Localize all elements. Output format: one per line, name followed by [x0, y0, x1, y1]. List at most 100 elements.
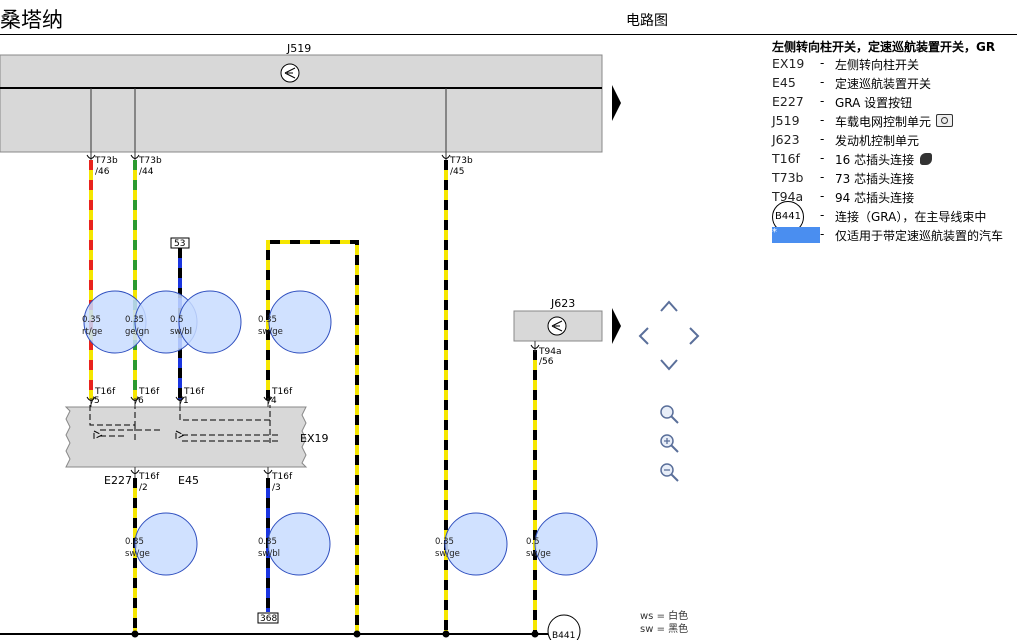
- b441-connection[interactable]: B441: [547, 614, 581, 640]
- svg-text:0.35: 0.35: [435, 537, 454, 547]
- svg-text:0.35: 0.35: [125, 537, 144, 547]
- svg-text:T16f: T16f: [94, 387, 116, 397]
- zoom-out-icon[interactable]: [660, 463, 679, 482]
- pin-t16f-3: T16f/3: [271, 472, 293, 493]
- j519-label: J519: [286, 42, 311, 55]
- svg-text:sw/ge: sw/ge: [125, 549, 150, 559]
- e227-label: E227: [104, 474, 132, 487]
- page-title: 桑塔纳: [0, 8, 63, 32]
- pin-t94a-56: T94a/56: [538, 347, 561, 367]
- right-arrow-icon[interactable]: [689, 327, 700, 345]
- legend-item: E227-GRA 设置按钮: [772, 94, 913, 110]
- header-divider: [0, 34, 1017, 35]
- svg-text:T16f: T16f: [183, 387, 205, 397]
- legend-title: 左侧转向柱开关，定速巡航装置开关，GR: [772, 40, 996, 54]
- wire-bubble-sw-bl-e45[interactable]: 0.35 sw/bl: [258, 512, 331, 576]
- svg-text:B441: B441: [552, 631, 575, 640]
- ex19-switch-contacts: [89, 405, 280, 443]
- pin-t16f-1: T16f/1: [180, 387, 205, 406]
- left-arrow-icon[interactable]: [638, 327, 649, 345]
- zoom-in-icon[interactable]: [660, 434, 679, 453]
- legend-item: *-仅适用于带定速巡航装置的汽车: [772, 227, 1004, 243]
- svg-text:0.35: 0.35: [125, 315, 144, 325]
- plug-icon[interactable]: [920, 153, 933, 165]
- svg-text:ge/gn: ge/gn: [125, 327, 149, 337]
- color-key-row: sw = 黑色: [640, 624, 689, 635]
- svg-text:T73b: T73b: [94, 156, 118, 166]
- camera-icon[interactable]: [936, 114, 954, 127]
- svg-text:sw/bl: sw/bl: [170, 327, 192, 337]
- wire-sw-ge-loop[interactable]: [266, 240, 359, 634]
- ref-368[interactable]: 368: [257, 612, 279, 624]
- svg-text:sw/ge: sw/ge: [258, 327, 283, 337]
- svg-text:/45: /45: [450, 167, 464, 177]
- svg-text:T16f: T16f: [271, 387, 293, 397]
- j519-arrow-icon[interactable]: [612, 85, 621, 121]
- pin-t73b-44: T73b/44: [138, 156, 162, 177]
- legend-item: EX19-左侧转向柱开关: [772, 56, 920, 72]
- pin-t16f-6: T16f/6: [135, 387, 160, 406]
- wire-bubble-sw-ge-loop[interactable]: 0.35 sw/ge: [258, 290, 332, 354]
- svg-text:/6: /6: [135, 396, 144, 406]
- svg-text:T73b: T73b: [449, 156, 473, 166]
- legend-item: J623-发动机控制单元: [772, 132, 920, 148]
- j519-unit[interactable]: [0, 54, 603, 153]
- legend-item: E45-定速巡航装置开关: [772, 75, 932, 91]
- color-key: ws = 白色 sw = 黑色: [640, 610, 688, 636]
- svg-text:T73b: T73b: [138, 156, 162, 166]
- legend-item: T73b-73 芯插头连接: [772, 170, 915, 186]
- svg-text:/44: /44: [139, 167, 154, 177]
- svg-text:53: 53: [174, 239, 185, 249]
- svg-text:0.5: 0.5: [526, 537, 540, 547]
- svg-text:T94a: T94a: [538, 347, 561, 357]
- page-subtitle: 电路图: [626, 13, 668, 29]
- up-arrow-icon[interactable]: [660, 300, 678, 312]
- legend-item: J519-车载电网控制单元: [772, 113, 1017, 132]
- wire-bubble-sw-bl[interactable]: 0.5 sw/bl: [170, 290, 242, 354]
- svg-text:/2: /2: [139, 483, 148, 493]
- svg-text:rt/ge: rt/ge: [82, 327, 102, 337]
- legend-item: T16f-16 芯插头连接: [772, 151, 1017, 170]
- ex19-label: EX19: [300, 432, 328, 445]
- wire-bubble-sw-ge-j623[interactable]: 0.5 sw/ge: [526, 512, 598, 576]
- svg-text:/56: /56: [539, 357, 554, 367]
- pin-t73b-45: T73b/45: [449, 156, 473, 177]
- ex19-unit[interactable]: [64, 406, 308, 468]
- wire-bubble-sw-ge-e227[interactable]: 0.35 sw/ge: [125, 512, 198, 576]
- svg-text:0.35: 0.35: [258, 537, 277, 547]
- pin-t16f-5: T16f/5: [91, 387, 116, 406]
- svg-text:/4: /4: [268, 396, 277, 406]
- down-arrow-icon[interactable]: [660, 359, 678, 371]
- wire-bubble-ge-gn[interactable]: 0.35 ge/gn: [125, 290, 198, 354]
- svg-text:sw/bl: sw/bl: [258, 549, 280, 559]
- j623-ecu-symbol: [551, 320, 563, 332]
- j623-label: J623: [550, 297, 575, 310]
- svg-text:/46: /46: [95, 167, 110, 177]
- svg-text:0.5: 0.5: [170, 315, 184, 325]
- j623-arrow-icon[interactable]: [612, 308, 621, 344]
- asterisk-tag: *: [772, 227, 820, 243]
- wire-bubble-sw-ge-t73b45[interactable]: 0.35 sw/ge: [435, 512, 508, 576]
- legend-item: T94a-94 芯插头连接: [772, 189, 915, 205]
- legend-item: B441-连接（GRA），在主导线束中: [772, 201, 1017, 233]
- legend-panel: 左侧转向柱开关，定速巡航装置开关，GR EX19-左侧转向柱开关 E45-定速巡…: [772, 38, 1017, 246]
- bus-junction-dots: [131, 630, 539, 638]
- pin-t16f-2: T16f/2: [138, 472, 160, 493]
- svg-text:T16f: T16f: [138, 387, 160, 397]
- wire-bubble-rt-ge[interactable]: 0.35 rt/ge: [82, 290, 147, 354]
- svg-text:/1: /1: [180, 396, 189, 406]
- pin-t73b-46: T73b/46: [94, 156, 118, 177]
- svg-text:368: 368: [260, 614, 277, 624]
- svg-text:sw/ge: sw/ge: [435, 549, 460, 559]
- ref-53[interactable]: 53: [170, 237, 190, 249]
- svg-text:T16f: T16f: [271, 472, 293, 482]
- pin-t16f-4: T16f/4: [268, 387, 293, 406]
- j519-ecu-symbol: [284, 67, 296, 79]
- svg-text:/3: /3: [272, 483, 281, 493]
- svg-text:0.35: 0.35: [258, 315, 277, 325]
- svg-text:sw/ge: sw/ge: [526, 549, 551, 559]
- connector-cups: [86, 154, 540, 474]
- zoom-icon[interactable]: [660, 405, 679, 424]
- color-key-row: ws = 白色: [640, 611, 689, 622]
